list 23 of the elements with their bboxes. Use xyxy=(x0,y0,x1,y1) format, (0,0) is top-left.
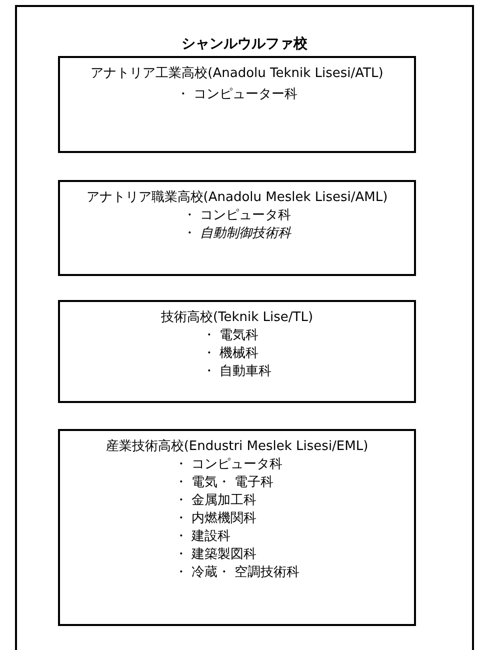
campus-frame xyxy=(15,5,474,650)
school-name: 産業技術高校(Endustri Meslek Lisesi/EML) xyxy=(104,438,370,456)
school-name: アナトリア工業高校(Anadolu Teknik Lisesi/ATL) xyxy=(90,65,384,83)
school-box xyxy=(58,300,416,403)
department-item: ・ 金属加工科 xyxy=(174,492,258,510)
department-item: ・ コンピュータ科 xyxy=(174,456,284,474)
school-name: アナトリア職業高校(Anadolu Meslek Lisesi/AML) xyxy=(85,189,389,207)
department-item: ・ 内燃機関科 xyxy=(174,510,258,528)
department-item: ・ 建設科 xyxy=(174,528,232,546)
department-item: ・ 電気科 xyxy=(202,327,260,345)
department-item: ・ 自動車科 xyxy=(202,363,272,381)
department-item: ・ 建築製図科 xyxy=(174,546,258,564)
department-item: ・ コンピュータ科 xyxy=(182,207,292,225)
department-item: ・ 冷蔵・ 空調技術科 xyxy=(174,564,300,582)
school-name: 技術高校(Teknik Lise/TL) xyxy=(160,309,314,327)
campus-title: シャンルウルファ校 xyxy=(180,35,308,53)
school-box xyxy=(58,429,416,626)
department-item: ・ 自動制御技術科 xyxy=(182,225,292,243)
department-item: ・ 電気・ 電子科 xyxy=(174,474,275,492)
department-item: ・ 機械科 xyxy=(202,345,260,363)
school-box xyxy=(58,180,416,276)
department-item: ・ コンピューター科 xyxy=(176,86,298,104)
school-box xyxy=(58,56,416,153)
